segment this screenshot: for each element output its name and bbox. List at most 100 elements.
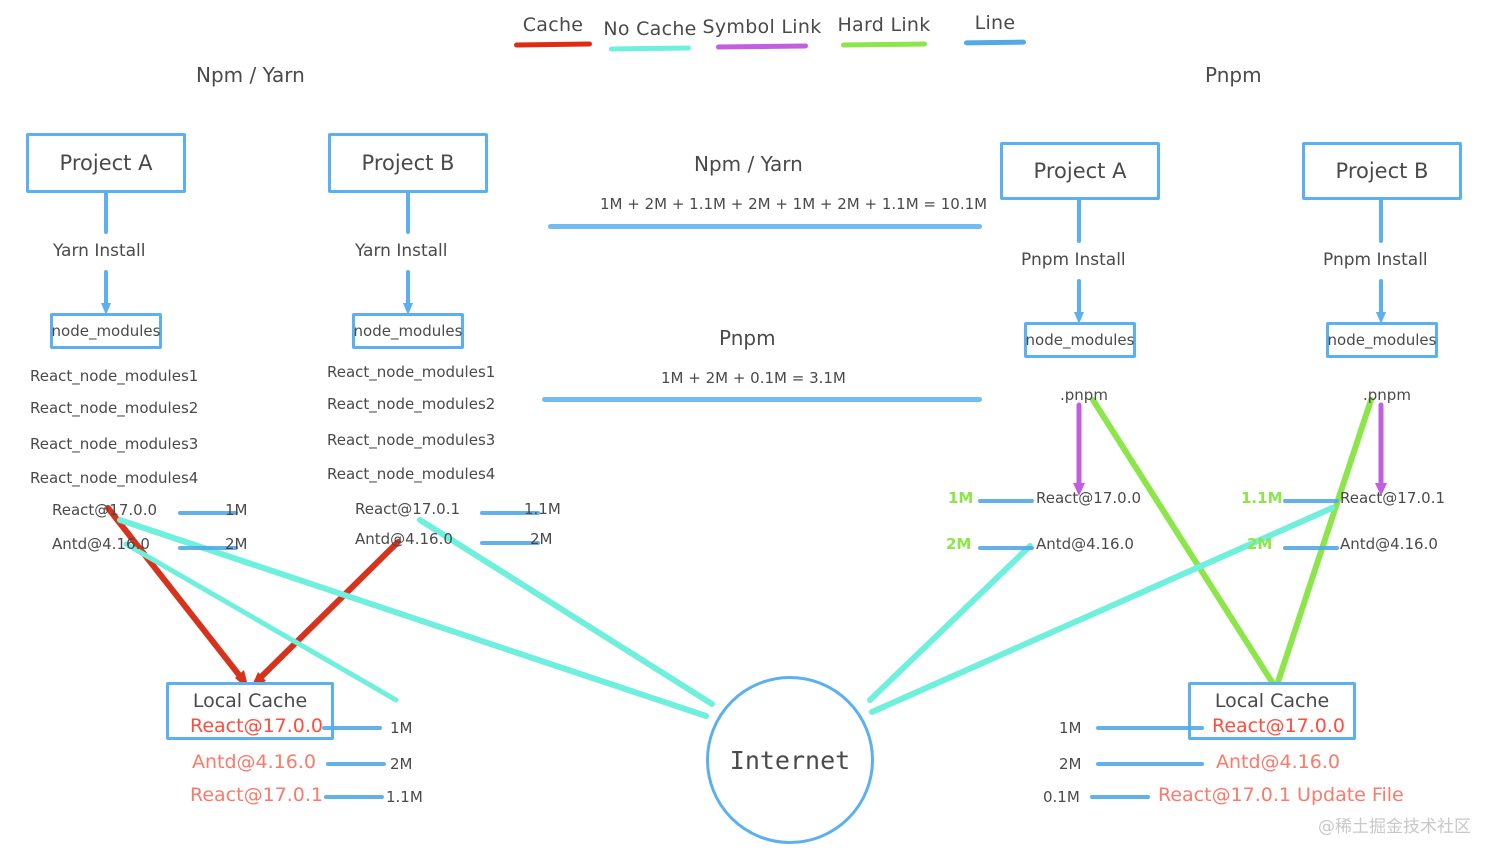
pnpm-local-cache-entry-0-connector	[1096, 726, 1204, 730]
legend-label-symbol-link: Symbol Link	[702, 16, 822, 38]
npm-local-cache-entry-0: React@17.0.0	[190, 715, 324, 737]
npm-project-a-install-label: Yarn Install	[53, 241, 146, 261]
pnpm-project-a-box[interactable]: Project A	[1000, 142, 1160, 200]
npm-project-b-module-1: React_node_modules1	[327, 363, 496, 381]
pnpm-project-a-package-0-name: React@17.0.0	[1036, 489, 1142, 507]
npm-project-b-label: Project B	[361, 151, 455, 175]
pnpm-project-b-package-1-name: Antd@4.16.0	[1340, 535, 1438, 553]
legend-label-cache: Cache	[522, 14, 584, 36]
totals-pnpm-title: Pnpm	[719, 326, 776, 350]
pnpm-project-a-package-0-connector	[978, 499, 1034, 503]
no-cache-link-projectA-react-to-cache-area	[123, 541, 399, 703]
totals-pnpm-expression: 1M + 2M + 0.1M = 3.1M	[661, 369, 846, 387]
pnpm-project-a-store-label: .pnpm	[1060, 386, 1108, 404]
totals-npm-underline	[548, 224, 982, 229]
npm-project-a-module-1: React_node_modules1	[30, 367, 199, 385]
legend-swatch-hard-link	[840, 41, 928, 48]
npm-local-cache-entry-2-connector	[324, 795, 384, 799]
legend-item-symbol-link[interactable]: Symbol Link	[702, 16, 822, 50]
pnpm-local-cache-entry-1: Antd@4.16.0	[1216, 751, 1340, 773]
pnpm-local-cache-entry-0-size: 1M	[1059, 719, 1082, 737]
npm-project-a-module-3: React_node_modules3	[30, 435, 199, 453]
npm-project-b-node-modules-box[interactable]: node_modules	[352, 313, 464, 349]
internet-node[interactable]: Internet	[706, 676, 874, 844]
pnpm-project-b-package-0-connector	[1283, 499, 1339, 503]
pnpm-local-cache-entry-1-connector	[1096, 762, 1204, 766]
legend-swatch-line	[963, 39, 1027, 46]
pnpm-project-b-install-label: Pnpm Install	[1323, 250, 1428, 270]
legend-label-line: Line	[974, 12, 1016, 34]
legend-swatch-no-cache	[608, 45, 692, 52]
npm-project-a-module-4: React_node_modules4	[30, 469, 199, 487]
legend-item-line[interactable]: Line	[958, 12, 1032, 46]
npm-project-b-install-label: Yarn Install	[355, 241, 448, 261]
pnpm-project-a-package-0-size: 1M	[948, 489, 974, 507]
npm-project-a-node-modules-box[interactable]: node_modules	[50, 313, 162, 349]
npm-project-b-box[interactable]: Project B	[328, 133, 488, 193]
npm-project-b-package-1-connector	[480, 541, 540, 545]
symbol-link-projectB	[1375, 402, 1387, 496]
npm-project-a-package-0-size: 1M	[225, 501, 248, 519]
npm-local-cache-entry-0-size: 1M	[390, 719, 413, 737]
npm-project-b-package-1-size: 2M	[530, 530, 553, 548]
pnpm-local-cache-entry-2-connector	[1090, 795, 1150, 799]
pnpm-project-a-package-1-connector	[978, 546, 1034, 550]
npm-project-b-module-2: React_node_modules2	[327, 395, 496, 413]
npm-project-b-package-1-name: Antd@4.16.0	[355, 530, 453, 548]
pnpm-project-b-package-0-name: React@17.0.1	[1340, 489, 1446, 507]
symbol-link-projectA	[1073, 402, 1085, 496]
section-title-npm-yarn: Npm / Yarn	[196, 63, 305, 87]
totals-pnpm-underline	[542, 397, 982, 402]
pnpm-project-b-package-0-size: 1.1M	[1241, 489, 1283, 507]
npm-project-a-box[interactable]: Project A	[26, 133, 186, 193]
pnpm-project-a-node-modules-box[interactable]: node_modules	[1024, 322, 1136, 358]
pnpm-local-cache-box[interactable]: Local Cache	[1188, 682, 1356, 740]
npm-project-a-package-1-size: 2M	[225, 535, 248, 553]
npm-project-a-package-0-name: React@17.0.0	[52, 501, 158, 519]
npm-project-b-package-0-name: React@17.0.1	[355, 500, 461, 518]
pnpm-project-a-node-modules-label: node_modules	[1025, 331, 1135, 349]
no-cache-link-internet-to-pnpm-antd	[867, 543, 1033, 703]
npm-local-cache-title: Local Cache	[192, 690, 308, 712]
npm-project-a-label: Project A	[59, 151, 153, 175]
pnpm-project-b-node-modules-label: node_modules	[1327, 331, 1437, 349]
watermark-text: @稀土掘金技术社区	[1318, 817, 1471, 837]
npm-local-cache-entry-1-size: 2M	[390, 755, 413, 773]
npm-project-a-package-1-connector	[178, 546, 238, 550]
npm-project-a-module-2: React_node_modules2	[30, 399, 199, 417]
pnpm-project-b-box[interactable]: Project B	[1302, 142, 1462, 200]
pnpm-project-b-package-1-size: 2M	[1247, 535, 1273, 553]
section-title-pnpm: Pnpm	[1205, 63, 1262, 87]
pnpm-local-cache-entry-1-size: 2M	[1059, 755, 1082, 773]
pnpm-project-b-package-1-connector	[1283, 546, 1339, 550]
totals-npm-title: Npm / Yarn	[694, 152, 803, 176]
npm-project-b-module-3: React_node_modules3	[327, 431, 496, 449]
pnpm-project-a-label: Project A	[1033, 159, 1127, 183]
npm-project-a-package-1-name: Antd@4.16.0	[52, 535, 150, 553]
pnpm-local-cache-entry-2: React@17.0.1 Update File	[1158, 784, 1404, 806]
pnpm-project-a-package-1-name: Antd@4.16.0	[1036, 535, 1134, 553]
pnpm-local-cache-title: Local Cache	[1214, 690, 1330, 712]
npm-project-a-package-0-connector	[178, 511, 238, 515]
npm-local-cache-entry-2-size: 1.1M	[386, 788, 423, 806]
legend-item-hard-link[interactable]: Hard Link	[828, 14, 940, 48]
npm-project-a-node-modules-label: node_modules	[51, 322, 161, 340]
npm-local-cache-entry-1: Antd@4.16.0	[192, 751, 316, 773]
cache-link-projectB-antd	[251, 539, 401, 688]
internet-label: Internet	[729, 745, 851, 775]
legend-item-no-cache[interactable]: No Cache	[600, 18, 700, 52]
no-cache-link-projectB-to-internet	[417, 517, 715, 707]
npm-local-cache-entry-1-connector	[326, 762, 386, 766]
npm-project-b-package-0-connector	[480, 511, 540, 515]
npm-project-b-node-modules-label: node_modules	[353, 322, 463, 340]
legend-label-hard-link: Hard Link	[837, 14, 931, 36]
npm-local-cache-box[interactable]: Local Cache	[166, 682, 334, 740]
pnpm-project-a-install-label: Pnpm Install	[1021, 250, 1126, 270]
pnpm-project-b-label: Project B	[1335, 159, 1429, 183]
pnpm-project-b-node-modules-box[interactable]: node_modules	[1326, 322, 1438, 358]
npm-project-b-module-4: React_node_modules4	[327, 465, 496, 483]
legend-item-cache[interactable]: Cache	[505, 14, 601, 48]
pnpm-project-a-package-1-size: 2M	[946, 535, 972, 553]
pnpm-local-cache-entry-0: React@17.0.0	[1212, 715, 1346, 737]
